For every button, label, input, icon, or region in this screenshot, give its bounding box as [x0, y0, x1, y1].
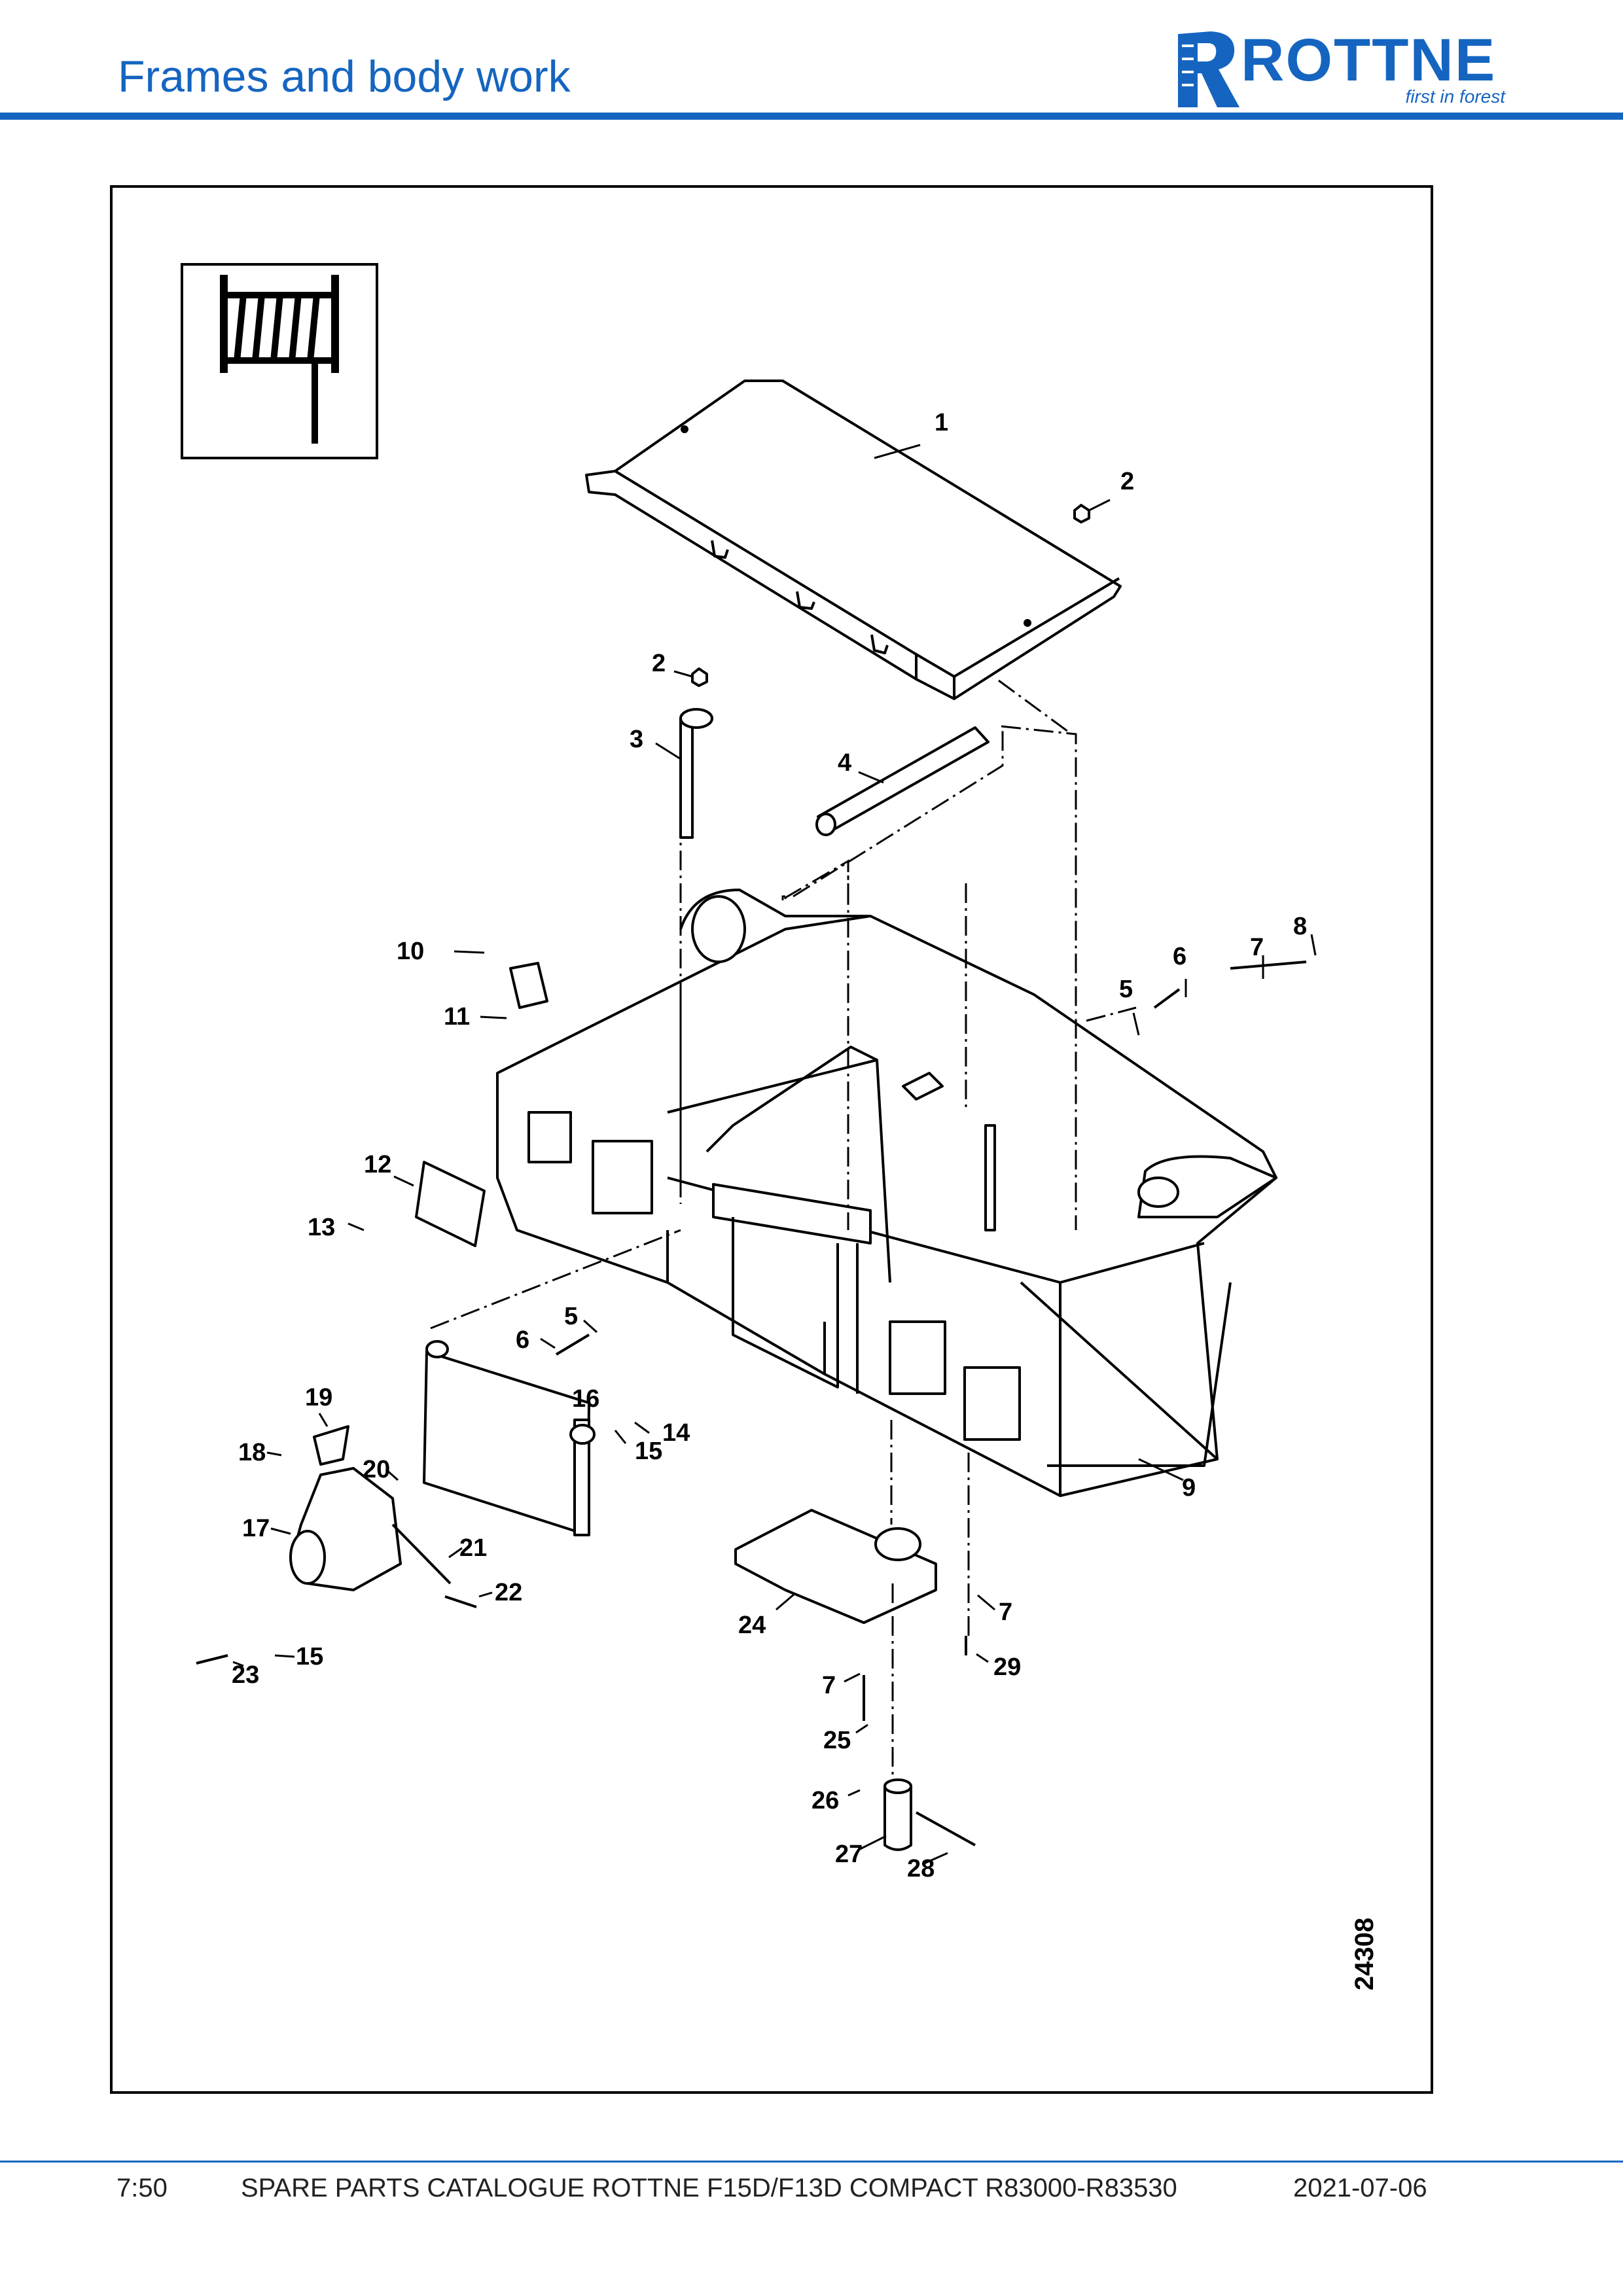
- callout-9: 9: [1182, 1474, 1196, 1502]
- bolt-part: [1073, 504, 1090, 523]
- logo-wordmark: ROTTNE: [1241, 27, 1497, 94]
- callout-19: 19: [305, 1384, 332, 1411]
- drawing-number: 24308: [1350, 1918, 1379, 1990]
- callout-20: 20: [363, 1456, 390, 1483]
- main-frame-part: [496, 889, 1277, 1497]
- drawing-frame: [110, 185, 1433, 2094]
- callout-7: 7: [999, 1598, 1012, 1626]
- callout-25: 25: [823, 1727, 851, 1754]
- callout-2: 2: [1120, 468, 1134, 495]
- rottne-logo-mark-icon: [1178, 31, 1240, 107]
- callout-21: 21: [459, 1534, 487, 1562]
- tow-hook-part: [289, 1425, 452, 1591]
- callout-15: 15: [635, 1438, 662, 1465]
- callout-1: 1: [935, 409, 948, 436]
- mounting-plate-part: [423, 1340, 596, 1536]
- callout-5: 5: [1119, 976, 1133, 1003]
- page-title: Frames and body work: [118, 52, 571, 101]
- sleeve-part: [883, 1785, 912, 1851]
- footer-rule: [0, 2161, 1623, 2163]
- catalogue-title: SPARE PARTS CATALOGUE ROTTNE F15D/F13D C…: [241, 2174, 1177, 2202]
- callout-26: 26: [812, 1787, 839, 1814]
- callout-6: 6: [1173, 943, 1186, 970]
- callout-17: 17: [242, 1515, 270, 1542]
- callout-3: 3: [630, 726, 643, 753]
- callout-18: 18: [238, 1439, 266, 1466]
- publication-date: 2021-07-06: [1293, 2174, 1427, 2202]
- callout-28: 28: [907, 1855, 935, 1882]
- tube-part: [815, 726, 990, 836]
- callout-29: 29: [993, 1653, 1021, 1681]
- callout-24: 24: [738, 1612, 766, 1639]
- winch-symbol-icon: [181, 263, 378, 459]
- cover-lid-part: [509, 962, 548, 1009]
- callout-16: 16: [572, 1385, 599, 1413]
- callout-8: 8: [1293, 913, 1307, 940]
- bracket-part: [734, 1509, 937, 1624]
- callout-6: 6: [516, 1326, 529, 1354]
- rottne-logo: ROTTNE first in forest: [1171, 26, 1512, 111]
- callout-13: 13: [308, 1214, 335, 1241]
- header-rule: [0, 113, 1623, 120]
- inspection-cover-part: [415, 1161, 486, 1247]
- callout-2: 2: [652, 650, 666, 677]
- callout-4: 4: [838, 749, 851, 777]
- callout-10: 10: [397, 938, 424, 965]
- callout-11: 11: [444, 1003, 470, 1031]
- logo-tagline: first in forest: [1405, 86, 1505, 107]
- callout-22: 22: [495, 1579, 522, 1606]
- callout-15: 15: [296, 1643, 323, 1670]
- pin-part: [679, 708, 713, 839]
- callout-14: 14: [662, 1419, 690, 1447]
- callout-5: 5: [564, 1303, 578, 1330]
- page-number: 7:50: [116, 2174, 168, 2202]
- callout-7: 7: [822, 1672, 836, 1699]
- cover-plate-part: [585, 380, 1122, 700]
- callout-7: 7: [1250, 934, 1264, 961]
- callout-12: 12: [364, 1151, 391, 1178]
- callout-23: 23: [232, 1661, 259, 1689]
- bolt-part: [691, 667, 708, 687]
- callout-27: 27: [835, 1841, 863, 1868]
